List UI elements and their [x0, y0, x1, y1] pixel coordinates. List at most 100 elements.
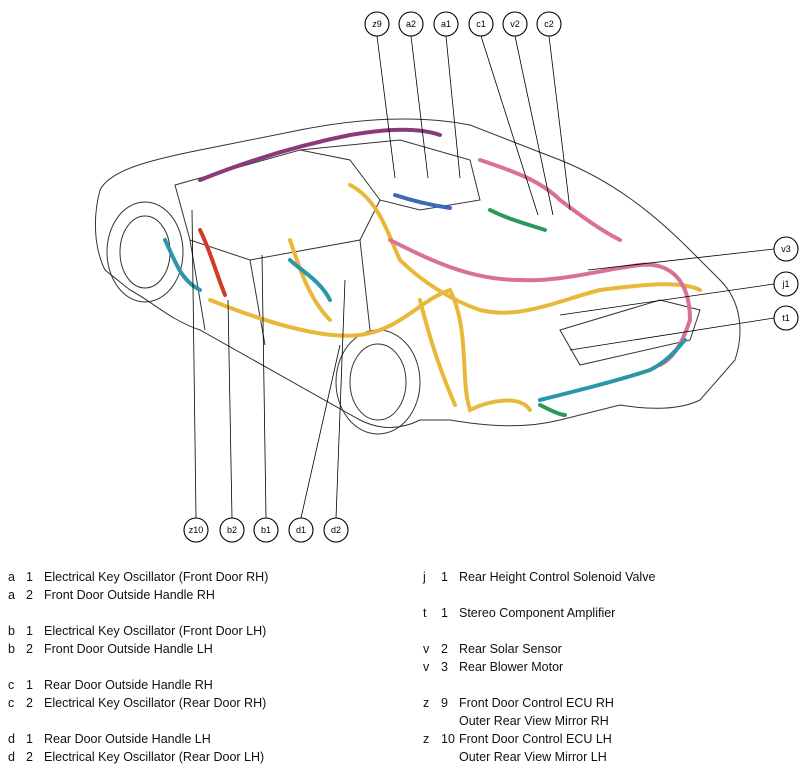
legend-letter: d [8, 732, 15, 746]
legend-letter: v [423, 642, 430, 656]
legend-description: Electrical Key Oscillator (Rear Door RH) [44, 696, 267, 710]
legend-gap [423, 622, 655, 640]
legend-description: Rear Solar Sensor [459, 642, 562, 656]
legend-letter: a [8, 588, 15, 602]
legend-description: Outer Rear View Mirror LH [459, 750, 607, 764]
legend-letter: c [8, 696, 15, 710]
callout-d1: d1 [288, 517, 314, 543]
leader-lines [191, 35, 775, 519]
legend-description: Rear Door Outside Handle LH [44, 732, 211, 746]
svg-text:v2: v2 [510, 19, 520, 29]
svg-text:b1: b1 [261, 525, 271, 535]
legend-number: 1 [26, 678, 33, 692]
legend-description: Rear Blower Motor [459, 660, 564, 674]
legend-letter: j [423, 570, 426, 584]
svg-text:v3: v3 [781, 244, 791, 254]
legend-description: Front Door Outside Handle LH [44, 642, 213, 656]
svg-text:j1: j1 [781, 279, 789, 289]
harness-red [198, 228, 227, 297]
legend-letter: z [423, 732, 430, 746]
harness-teal [163, 238, 687, 402]
callout-c2: c2 [536, 11, 562, 37]
legend-description: Electrical Key Oscillator (Front Door LH… [44, 624, 267, 638]
legend-number: 10 [441, 732, 455, 746]
legend-gap [8, 712, 268, 730]
legend-number: 1 [441, 606, 448, 620]
legend-number: 1 [26, 624, 33, 638]
legend-number [441, 748, 459, 766]
callout-j1: j1 [773, 271, 799, 297]
legend-description: Electrical Key Oscillator (Front Door RH… [44, 570, 269, 584]
legend-gap [8, 604, 268, 622]
legend-letter: t [423, 606, 427, 620]
legend-number: 1 [441, 570, 448, 584]
legend-letter: v [423, 660, 430, 674]
harness-yellow-3 [288, 238, 457, 407]
legend-description: Stereo Component Amplifier [459, 606, 616, 620]
svg-text:t1: t1 [782, 313, 790, 323]
legend-number: 1 [26, 570, 33, 584]
callout-v2: v2 [502, 11, 528, 37]
legend-description: Rear Door Outside Handle RH [44, 678, 213, 692]
svg-text:a2: a2 [406, 19, 416, 29]
legend-gap [8, 658, 268, 676]
harness-green [488, 208, 567, 417]
legend-description: Outer Rear View Mirror RH [459, 714, 609, 728]
car-outline [94, 118, 741, 435]
harness-purple [198, 127, 442, 182]
legend-letter: d [8, 750, 15, 764]
wiring-harness-diagram: z9 a2 a1 c1 v2 c2 v3 j1 t1 z10 b2 b1 d1 … [94, 11, 799, 543]
legend-number: 2 [26, 696, 33, 710]
legend-row: Outer Rear View Mirror LH [423, 748, 655, 766]
callout-v3: v3 [773, 236, 799, 262]
harness-yellow-2 [348, 183, 702, 315]
legend-description: Front Door Control ECU LH [459, 732, 612, 746]
svg-text:b2: b2 [227, 525, 237, 535]
legend-number: 2 [26, 588, 33, 602]
svg-text:z10: z10 [189, 525, 204, 535]
harness-pink [388, 238, 693, 367]
legend-number: 1 [26, 732, 33, 746]
svg-text:a1: a1 [441, 19, 451, 29]
callout-a2: a2 [398, 11, 424, 37]
legend-number: 3 [441, 660, 448, 674]
legend-letter: a [8, 570, 15, 584]
legend-letter: c [8, 678, 15, 692]
harness-pink-2 [478, 158, 622, 242]
legend-row: j 1 Rear Height Control Solenoid Valve [423, 568, 655, 586]
callout-a1: a1 [433, 11, 459, 37]
legend-number [441, 712, 459, 730]
callout-c1: c1 [468, 11, 494, 37]
legend-row: z 10 Front Door Control ECU LH [423, 730, 655, 748]
legend-description: Rear Height Control Solenoid Valve [459, 570, 656, 584]
callout-z10: z10 [183, 517, 209, 543]
callout-b2: b2 [219, 517, 245, 543]
svg-text:c2: c2 [544, 19, 554, 29]
legend-number: 2 [26, 642, 33, 656]
callout-b1: b1 [253, 517, 279, 543]
legend-number: 2 [441, 642, 448, 656]
harness-yellow [208, 287, 532, 413]
legend-letter: b [8, 624, 15, 638]
legend-letter: z [423, 696, 430, 710]
callout-z9: z9 [364, 11, 390, 37]
svg-text:c1: c1 [476, 19, 486, 29]
callout-t1: t1 [773, 305, 799, 331]
harness-blue [393, 193, 452, 210]
svg-text:d2: d2 [331, 525, 341, 535]
legend-number: 2 [26, 750, 33, 764]
